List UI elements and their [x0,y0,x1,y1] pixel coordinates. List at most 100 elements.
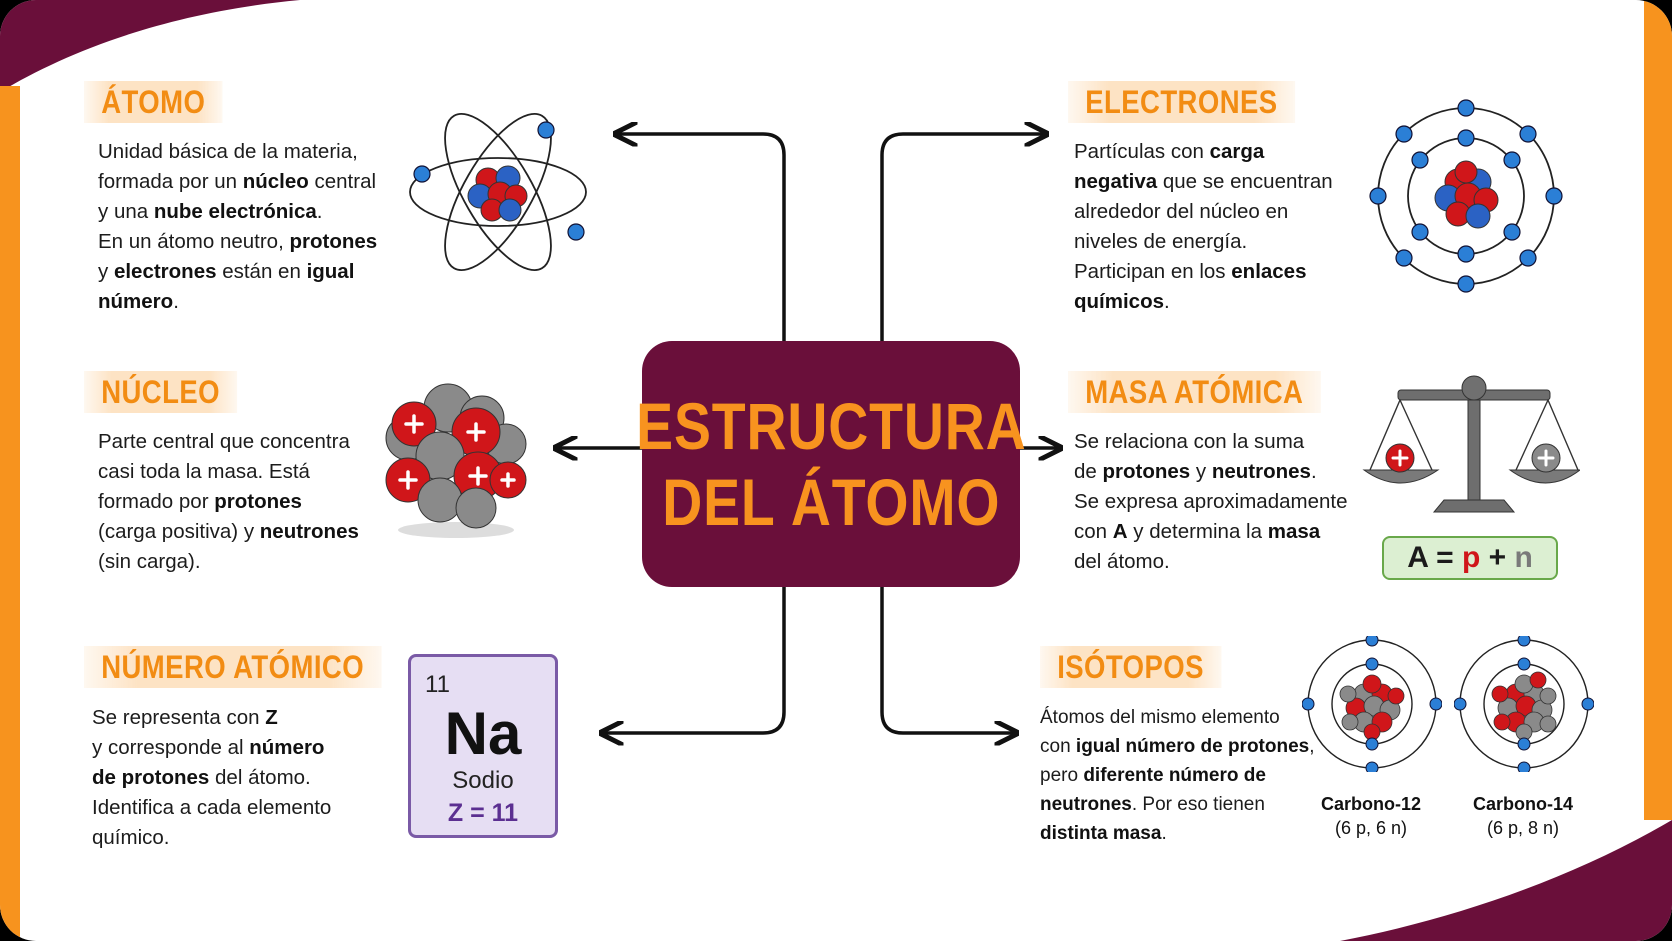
bold-term: igual [306,260,355,283]
bold-term: químicos [1074,290,1164,313]
desc-line: químicos. [1074,290,1170,313]
bold-term: neutrones [1040,794,1132,815]
desc-line: Se expresa aproximadamente [1074,490,1348,513]
bold-term: de protones [92,766,210,789]
mass-number-formula: A = p + n [1382,536,1558,580]
heading-isotopos: ISÓTOPOS [1040,646,1222,688]
isotope-label-carbon-12: Carbono-12 (6 p, 6 n) [1296,792,1446,840]
desc-line: niveles de energía. [1074,230,1248,253]
bold-term: nube electrónica [153,200,317,223]
desc-line: Parte central que concentra [98,430,350,453]
bold-term: protones [289,230,378,253]
desc-line: Identifica a cada elemento [92,796,332,819]
left-orange-band [0,86,20,941]
isotope-detail: (6 p, 6 n) [1334,818,1408,838]
desc-line: Unidad básica de la materia, [98,140,358,163]
desc-nucleo: Parte central que concentra casi toda la … [98,427,359,577]
desc-line: químico. [92,826,170,849]
formula-p: p [1461,541,1481,574]
desc-line: con igual número de protones, [1040,736,1315,757]
element-z-value: Z = 11 [447,799,519,827]
isotope-name: Carbono-12 [1320,794,1421,814]
bold-term: carga [1209,140,1265,163]
desc-line: (carga positiva) y neutrones [98,520,359,543]
nucleus-icon [385,383,527,538]
heading-nucleo: NÚCLEO [84,371,238,413]
bold-term: protones [214,490,302,513]
desc-line: neutrones. Por eso tienen [1040,794,1265,815]
desc-numero-atomico: Se representa con Z y corresponde al núme… [92,703,331,853]
element-atomic-number: 11 [425,671,450,698]
desc-electrones: Partículas con carga negativa que se encu… [1074,137,1333,317]
isotope-label-carbon-14: Carbono-14 (6 p, 8 n) [1448,792,1598,840]
center-title-box: ESTRUCTURA DEL ÁTOMO [636,341,1025,587]
center-title-line-2: DEL ÁTOMO [661,465,1001,539]
desc-masa-atomica: Se relaciona con la suma de protones y ne… [1074,427,1348,577]
desc-line: casi toda la masa. Está [98,460,310,483]
formula-equals: = [1427,541,1462,574]
desc-line: distinta masa. [1040,823,1167,844]
center-title-line-1: ESTRUCTURA [635,389,1027,463]
bold-term: neutrones [259,520,359,543]
formula-plus: + [1480,541,1515,574]
element-symbol: Na [444,700,522,767]
desc-line: (sin carga). [98,550,201,573]
desc-line: y corresponde al número [92,736,325,759]
desc-line: formado por protones [98,490,302,513]
arrow-to-atomo [618,134,786,341]
desc-line: En un átomo neutro, protones [98,230,378,253]
bold-term: diferente número de [1083,765,1266,786]
bold-term: número [249,736,325,759]
atom-orbit-icon [409,113,587,271]
desc-line: del átomo. [1074,550,1170,573]
bold-term: negativa [1074,170,1158,193]
desc-line: Átomos del mismo elemento [1040,707,1280,728]
desc-line: de protones del átomo. [92,766,311,789]
bold-term: A [1112,520,1128,543]
desc-line: alrededor del núcleo en [1074,200,1289,223]
desc-line: formada por un núcleo central [98,170,377,193]
desc-line: y una nube electrónica. [98,200,323,223]
desc-line: de protones y neutrones. [1074,460,1317,483]
bold-term: igual número de protones [1075,736,1310,757]
desc-atomo: Unidad básica de la materia, formada por … [98,137,377,317]
formula-n: n [1514,541,1533,574]
arrow-to-isotopos [880,587,1014,733]
desc-line: número. [98,290,179,313]
bold-term: número [98,290,174,313]
heading-numero-atomico: NÚMERO ATÓMICO [84,646,382,688]
desc-line: Partículas con carga [1074,140,1265,163]
bold-term: distinta masa [1040,823,1162,844]
carbon-14-atom-icon [1454,636,1594,772]
electron-shells-icon [1369,99,1563,293]
element-name: Sodio [452,767,514,794]
desc-line: y electrones están en igual [98,260,355,283]
desc-line: con A y determina la masa [1074,520,1321,543]
carbon-12-atom-icon [1302,636,1442,772]
bold-term: Z [265,706,278,729]
desc-line: Se relaciona con la suma [1074,430,1305,453]
heading-atomo: ÁTOMO [84,81,223,123]
bold-term: núcleo [242,170,309,193]
right-orange-band [1644,0,1672,820]
bold-term: neutrones [1211,460,1311,483]
isotope-name: Carbono-14 [1472,794,1573,814]
heading-masa-atomica: MASA ATÓMICA [1068,371,1321,413]
desc-line: pero diferente número de [1040,765,1266,786]
bold-term: protones [1102,460,1191,483]
formula-a: A [1407,541,1428,574]
arrow-to-electrones [880,134,1044,341]
isotope-detail: (6 p, 8 n) [1486,818,1560,838]
desc-line: negativa que se encuentran [1074,170,1333,193]
periodic-element-card: 11 Na Sodio Z = 11 [408,654,558,838]
bold-term: enlaces [1231,260,1307,283]
balance-scale-icon [1362,375,1580,513]
desc-isotopos: Átomos del mismo elemento con igual númer… [1040,703,1315,848]
bold-term: electrones [113,260,217,283]
desc-line: Se representa con Z [92,706,278,729]
bottom-right-swoosh [1340,820,1672,941]
desc-line: Participan en los enlaces [1074,260,1307,283]
